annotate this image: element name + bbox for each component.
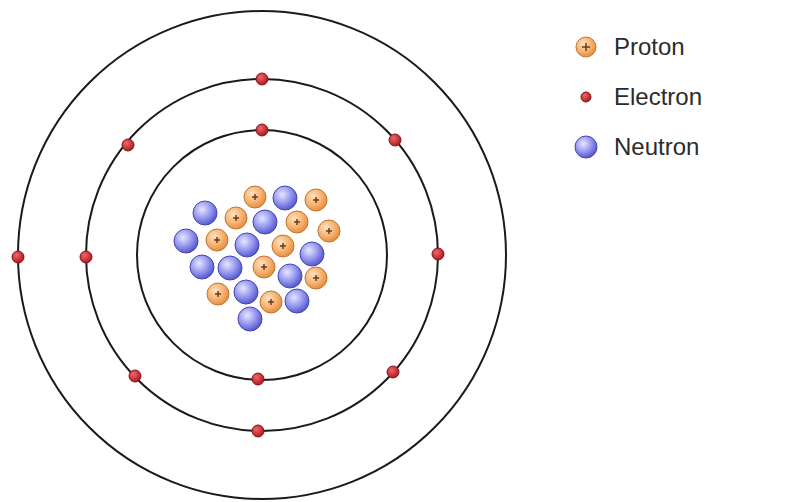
neutron — [174, 229, 198, 253]
neutron — [300, 242, 324, 266]
legend-label: Electron — [614, 83, 702, 111]
proton-sample — [576, 37, 596, 57]
middle-shell — [86, 79, 438, 431]
neutron — [235, 233, 259, 257]
neutron — [218, 256, 242, 280]
proton-sample-plus — [582, 43, 590, 51]
electron — [389, 134, 401, 146]
protons — [206, 186, 340, 313]
electron — [12, 251, 24, 263]
neutron — [278, 264, 302, 288]
proton-plus-signs — [214, 194, 332, 305]
neutrons — [174, 186, 324, 331]
electron — [129, 370, 141, 382]
neutron-sample — [575, 136, 597, 158]
legend-samples — [575, 37, 597, 158]
neutron — [234, 280, 258, 304]
neutron — [238, 307, 262, 331]
electron-sample — [581, 92, 591, 102]
neutron — [193, 201, 217, 225]
electron — [252, 425, 264, 437]
legend-label: Proton — [614, 33, 685, 61]
electron — [256, 124, 268, 136]
neutron — [273, 186, 297, 210]
electron — [256, 73, 268, 85]
electrons — [12, 73, 444, 437]
electron — [387, 366, 399, 378]
neutron — [190, 255, 214, 279]
nucleus — [174, 186, 340, 331]
inner-shell — [137, 130, 387, 380]
electron — [80, 251, 92, 263]
electron — [432, 248, 444, 260]
electron — [252, 373, 264, 385]
outer-shell — [18, 11, 506, 499]
electron-shells — [18, 11, 506, 499]
legend-label: Neutron — [614, 133, 699, 161]
neutron — [253, 210, 277, 234]
electron — [122, 139, 134, 151]
neutron — [285, 289, 309, 313]
